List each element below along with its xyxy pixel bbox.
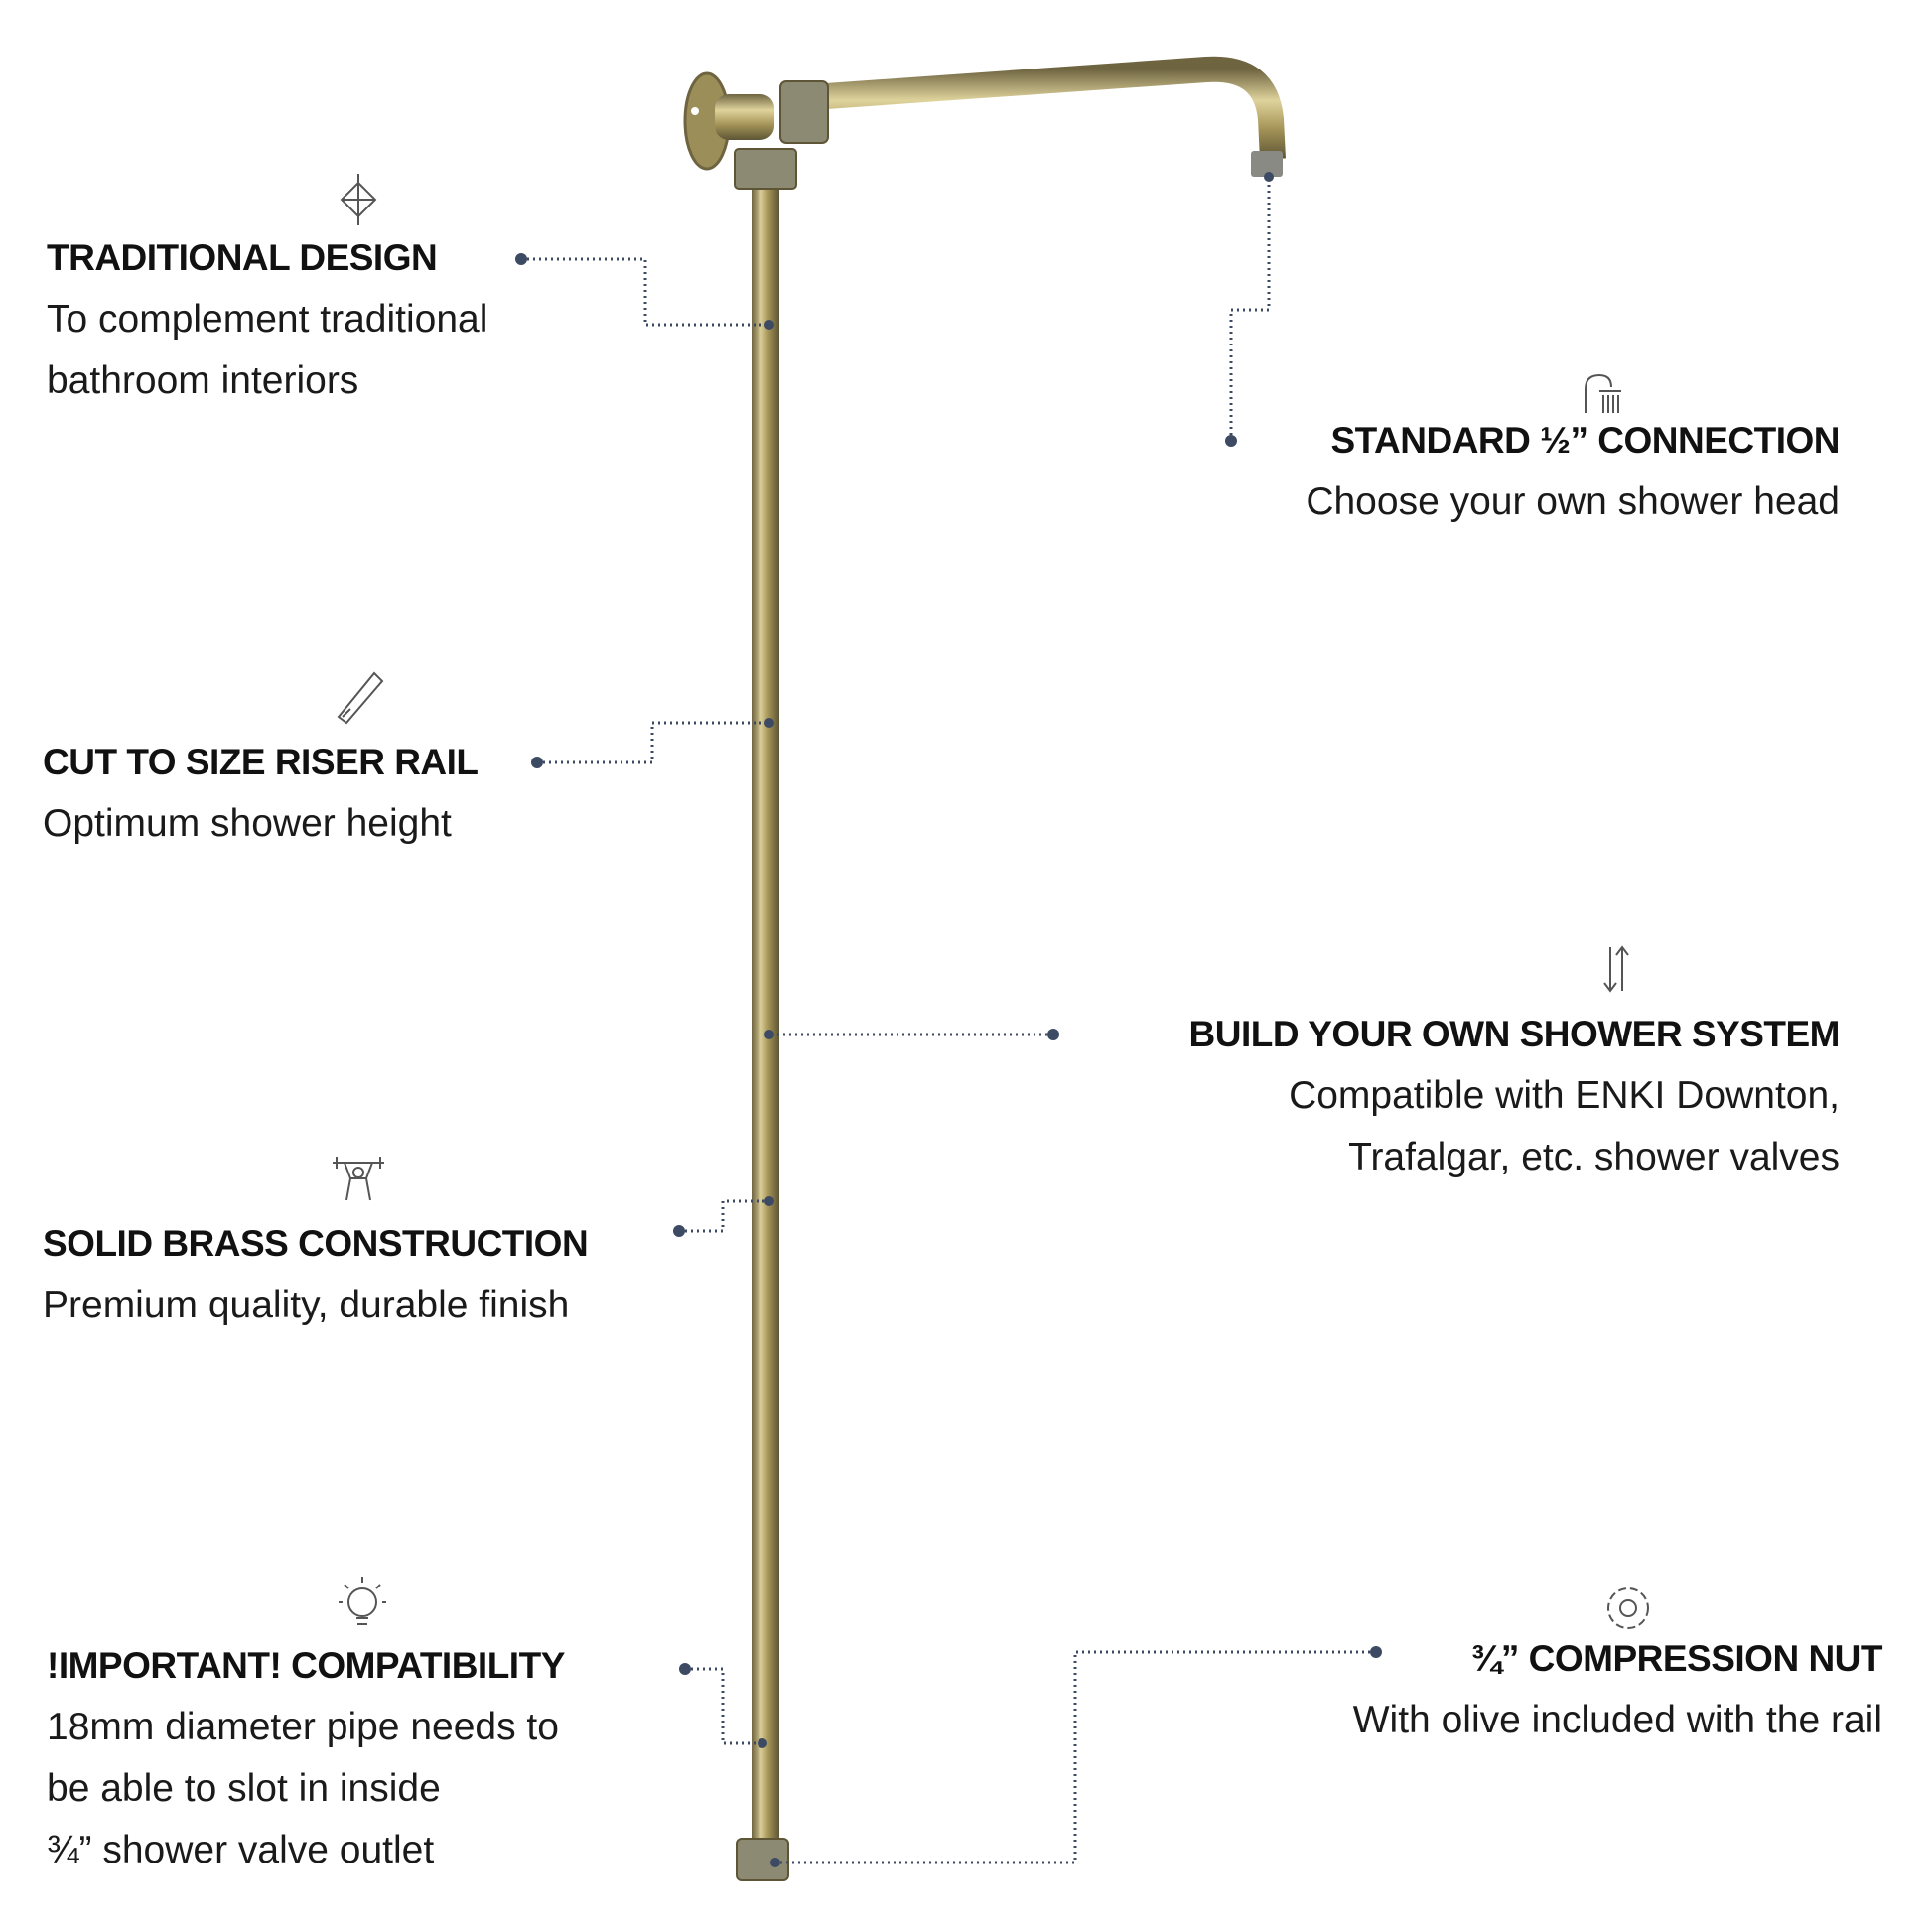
knot-icon (340, 174, 377, 225)
compression-nut (736, 1838, 789, 1881)
feature-compression-nut: ¾” COMPRESSION NUT With olive included w… (1352, 1628, 1883, 1751)
feature-text: Choose your own shower head (1306, 481, 1840, 523)
weightlifter-icon (333, 1157, 384, 1201)
callout-connectors (521, 175, 1376, 1864)
feature-solid-brass: SOLID BRASS CONSTRUCTION Premium quality… (43, 1213, 589, 1336)
feature-title: CUT TO SIZE RISER RAIL (43, 742, 479, 782)
feature-text: 18mm diameter pipe needs to (47, 1706, 559, 1748)
feature-build-your-own: BUILD YOUR OWN SHOWER SYSTEM Compatible … (1188, 1004, 1841, 1188)
shower-arm (783, 56, 1286, 160)
feature-text: Premium quality, durable finish (43, 1284, 570, 1326)
feature-text: bathroom interiors (47, 359, 359, 402)
shower-head-icon (1585, 373, 1621, 413)
feature-text: ¾” shower valve outlet (47, 1829, 435, 1871)
gear-icon (1607, 1587, 1649, 1629)
feature-standard-connection: STANDARD ½” CONNECTION Choose your own s… (1306, 410, 1840, 533)
feature-title: SOLID BRASS CONSTRUCTION (43, 1223, 589, 1264)
feature-text: With olive included with the rail (1352, 1699, 1882, 1741)
feature-title: TRADITIONAL DESIGN (47, 237, 438, 278)
feature-text: Compatible with ENKI Downton, (1289, 1074, 1840, 1117)
feature-title: BUILD YOUR OWN SHOWER SYSTEM (1188, 1014, 1841, 1054)
feature-traditional-design: TRADITIONAL DESIGN To complement traditi… (47, 227, 487, 412)
feature-text: be able to slot in inside (47, 1767, 441, 1810)
lightbulb-icon (339, 1577, 386, 1625)
feature-title: STANDARD ½” CONNECTION (1330, 420, 1841, 461)
feature-text: Trafalgar, etc. shower valves (1348, 1136, 1840, 1178)
feature-cut-to-size: CUT TO SIZE RISER RAIL Optimum shower he… (43, 732, 479, 855)
feature-title: !IMPORTANT! COMPATIBILITY (47, 1645, 565, 1686)
feature-text: Optimum shower height (43, 802, 452, 845)
feature-text: To complement traditional (47, 298, 488, 341)
arrows-icon (1603, 945, 1629, 993)
feature-title: ¾” COMPRESSION NUT (1470, 1638, 1883, 1679)
feature-important-compatibility: !IMPORTANT! COMPATIBILITY 18mm diameter … (47, 1635, 565, 1881)
riser-rail (752, 159, 779, 1847)
saw-icon (337, 671, 384, 725)
connector-dots (515, 172, 1382, 1867)
